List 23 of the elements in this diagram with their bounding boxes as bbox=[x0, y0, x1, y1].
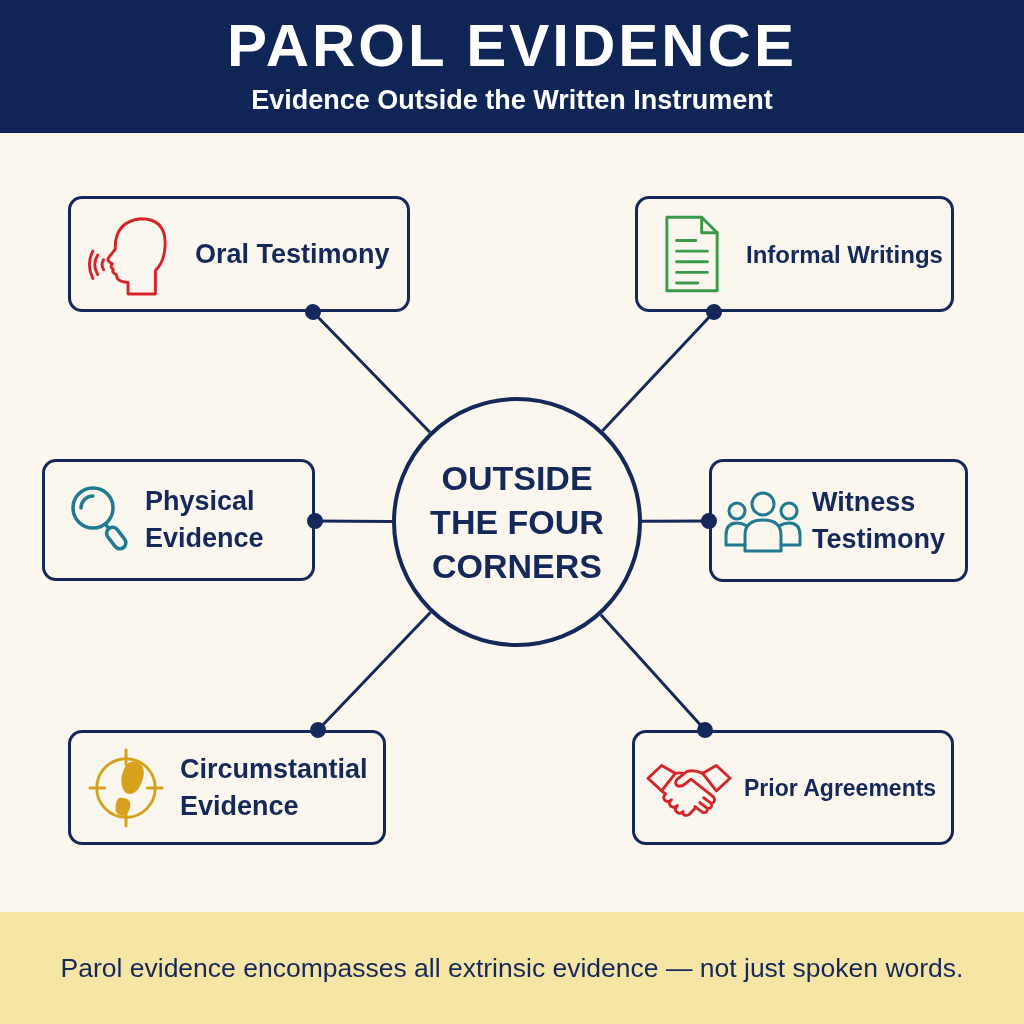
connector-line bbox=[310, 611, 432, 738]
node-label: Prior Agreements bbox=[744, 773, 937, 803]
evidence-box bbox=[42, 459, 315, 581]
node-label: Circumstantial Evidence bbox=[180, 752, 368, 823]
subtitle: Evidence Outside the Written Instrument bbox=[251, 84, 773, 117]
node-label: Physical Evidence bbox=[145, 485, 264, 555]
node-label: Witness Testimony bbox=[812, 485, 945, 556]
center-circle bbox=[392, 397, 642, 647]
evidence-box bbox=[635, 196, 954, 312]
connector-line bbox=[642, 513, 717, 529]
node-label: Oral Testimony bbox=[195, 237, 390, 271]
connector-line bbox=[307, 513, 392, 529]
evidence-box bbox=[632, 730, 954, 845]
evidence-box bbox=[709, 459, 968, 582]
node-label: Informal Writings bbox=[746, 239, 943, 270]
connector-line bbox=[599, 613, 713, 738]
circle-label: OUTSIDE THE FOUR CORNERS bbox=[429, 458, 605, 587]
caption: Parol evidence encompasses all extrinsic evidence — not just spoken words. bbox=[60, 952, 964, 984]
evidence-box bbox=[68, 730, 386, 845]
evidence-box bbox=[68, 196, 410, 312]
connector-line bbox=[601, 304, 722, 432]
title: PAROL EVIDENCE bbox=[227, 11, 797, 81]
connector-line bbox=[305, 304, 431, 434]
